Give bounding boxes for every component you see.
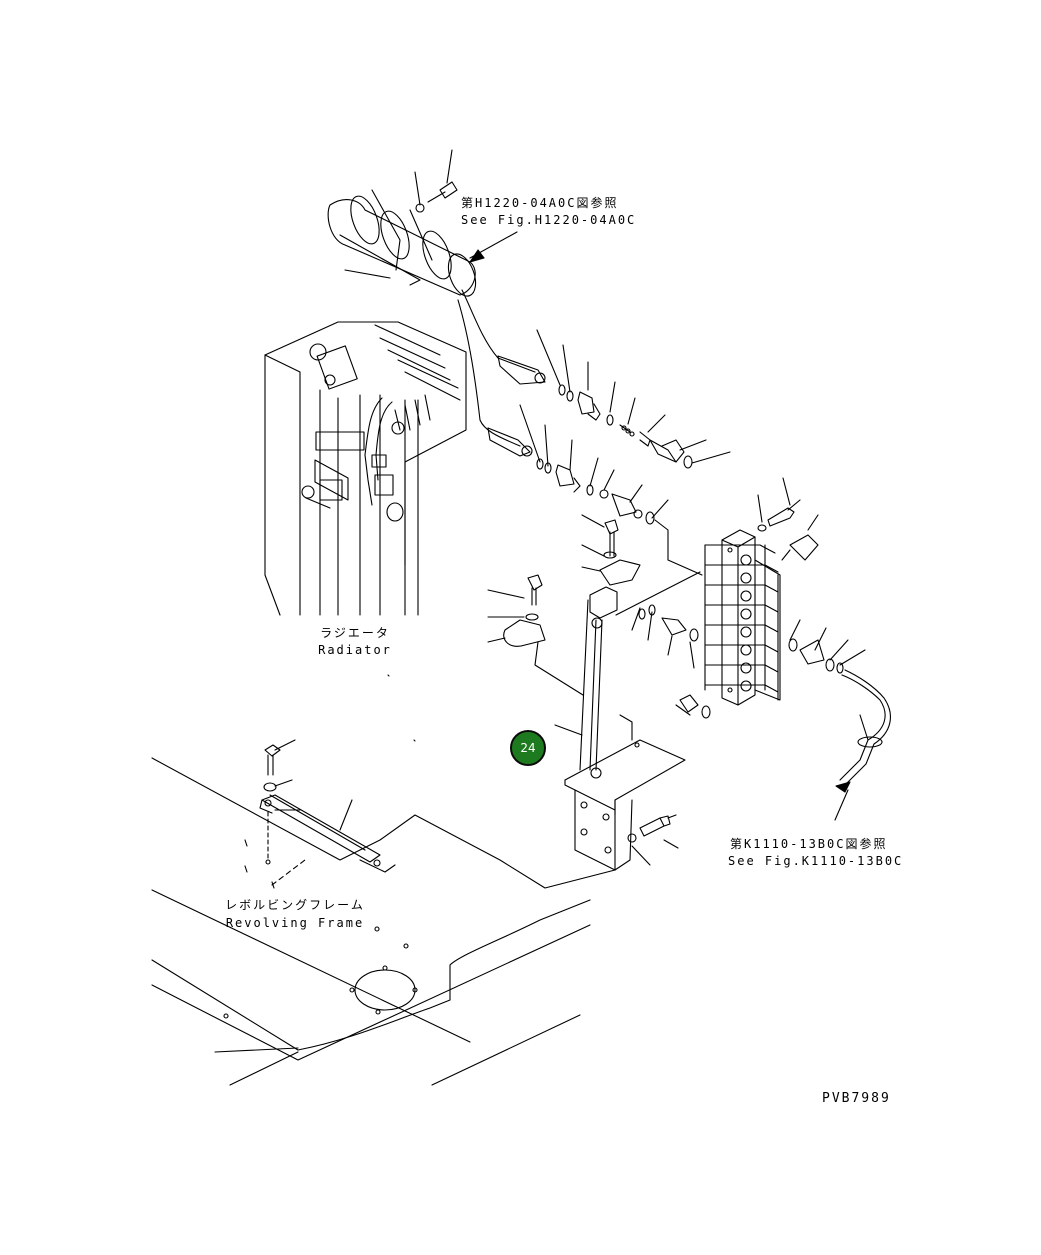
radiator-label-en: Radiator <box>318 643 392 657</box>
fittings-row-2 <box>487 404 703 576</box>
frame-label-ja: レボルビングフレーム <box>225 898 365 912</box>
bracket-bolt <box>627 814 679 866</box>
revolving-frame <box>151 757 616 1086</box>
frame-bracket <box>244 739 396 889</box>
center-bolts <box>487 514 641 696</box>
fittings-row-1 <box>497 329 731 469</box>
upper-hose-assembly <box>327 149 536 447</box>
manifold-fittings-left <box>631 604 711 719</box>
reference-right-ja: 第K1110-13B0C図参照 <box>730 837 888 851</box>
reference-top-en: See Fig.H1220-04A0C <box>461 213 637 227</box>
radiator <box>264 321 467 616</box>
support-bracket <box>554 571 701 871</box>
frame-label-en: Revolving Frame <box>225 916 365 930</box>
callout-24[interactable]: 24 <box>510 730 546 766</box>
drawing-id: PVB7989 <box>822 1091 891 1106</box>
manifold-fittings-right <box>788 619 891 821</box>
manifold-block <box>704 477 819 706</box>
reference-top-ja: 第H1220-04A0C図参照 <box>461 196 619 210</box>
reference-right-en: See Fig.K1110-13B0C <box>728 854 904 868</box>
radiator-label-ja: ラジエータ <box>320 626 390 640</box>
